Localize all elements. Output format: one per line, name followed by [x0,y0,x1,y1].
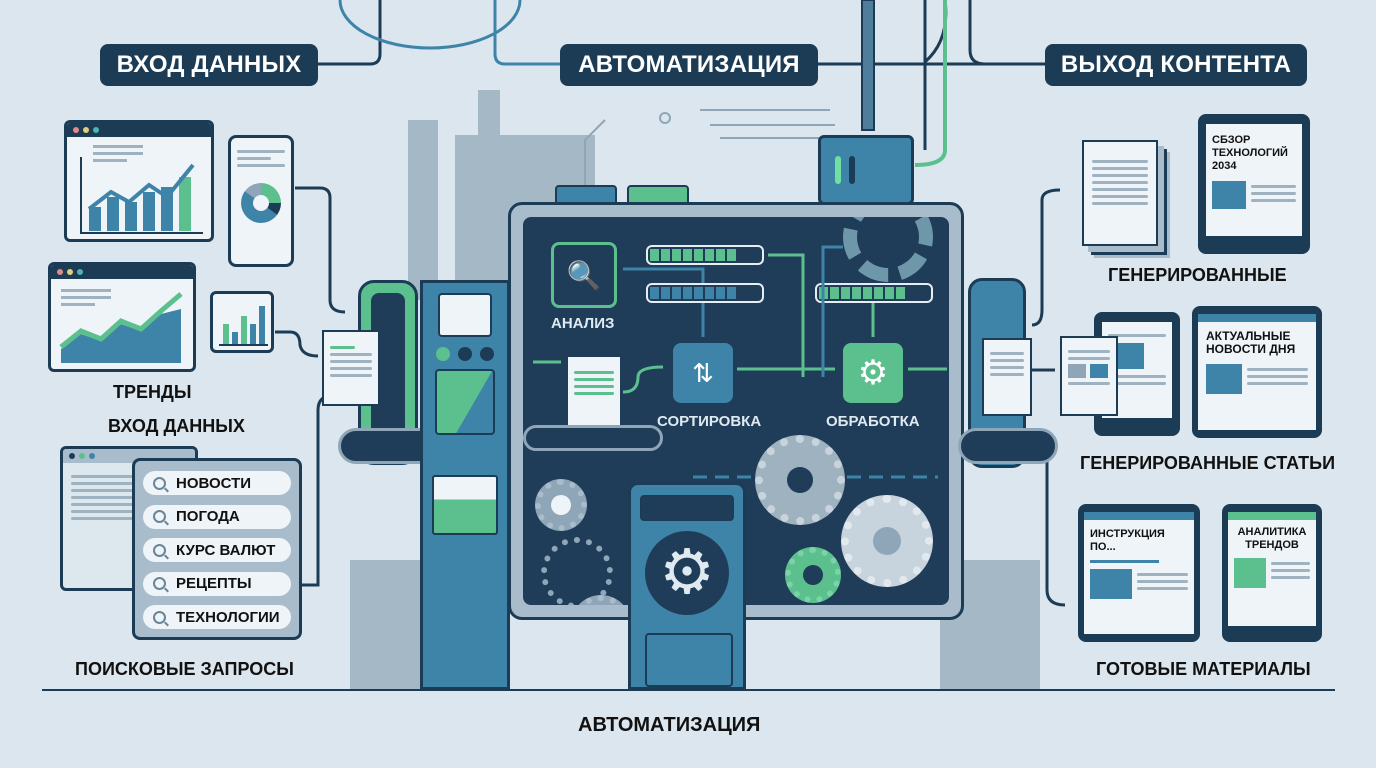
search-queries-label: ПОИСКОВЫЕ ЗАПРОСЫ [75,659,294,679]
analysis-label: АНАЛИЗ [551,315,615,332]
bar-chart-icon [80,145,203,234]
control-tower [420,280,510,690]
gear-icon [841,495,933,587]
search-icon [153,476,166,490]
header-automation: АВТОМАТИЗАЦИЯ [560,44,818,86]
progress-bar-2 [646,283,764,303]
search-query-item[interactable]: ТЕХНОЛОГИИ [143,605,291,629]
ready-materials-label: ГОТОВЫЕ МАТЕРИАЛЫ [1096,659,1311,679]
conveyor-inner [523,425,663,451]
search-query-item[interactable]: ПОГОДА [143,504,291,529]
footer-caption: АВТОМАТИЗАЦИЯ [578,714,761,736]
trend-chart-window [64,120,214,242]
small-bar-chart [210,291,274,353]
conveyor-right [958,428,1058,464]
trends-label: ТРЕНДЫ [113,382,192,402]
progress-bar-1 [646,245,764,265]
gear-icon: ⚙ [645,531,729,615]
sorting-label: СОРТИРОВКА [657,413,762,430]
processing-label: ОБРАБОТКА [826,413,920,430]
document-icon [982,338,1032,416]
tablet-instructions: ИНСТРУКЦИЯ ПО... [1078,504,1200,642]
analysis-icon: 🔍 [551,242,617,308]
gear-icon [755,435,845,525]
header-input: ВХОД ДАННЫХ [100,44,318,86]
search-queries-panel: НОВОСТИ ПОГОДА КУРС ВАЛЮТ РЕЦЕПТЫ ТЕХНОЛ… [132,458,302,640]
search-query-item[interactable]: КУРС ВАЛЮТ [143,538,291,562]
document-icon [568,357,620,427]
search-query-item[interactable]: РЕЦЕПТЫ [143,571,291,596]
motor-unit [818,135,914,205]
generated-label: ГЕНЕРИРОВАННЫЕ [1108,265,1287,285]
processing-cabinet: ⚙ [628,482,746,690]
tablet-tech-review: СБЗОР ТЕХНОЛОГИЙ 2034 [1198,114,1310,254]
search-icon [153,510,166,523]
sort-icon: ⇅ [673,343,733,403]
generated-articles-label: ГЕНЕРИРОВАННЫЕ СТАТЬИ [1080,453,1336,473]
search-query-item[interactable]: НОВОСТИ [143,471,291,495]
document-icon [322,330,380,406]
document-icon [1060,336,1118,416]
automation-machine: 🔍 АНАЛИЗ ⇅ СОРТИРОВКА ⚙ ОБРАБОТКА [508,202,964,620]
document-stack-icon [1082,140,1158,246]
gear-icon [785,547,841,603]
donut-chart-icon [241,183,281,223]
header-output: ВЫХОД КОНТЕНТА [1045,44,1307,86]
gear-processing-icon: ⚙ [843,343,903,403]
tablet-daily-news: АКТУАЛЬНЫЕ НОВОСТИ ДНЯ [1192,306,1322,438]
area-chart-icon [59,289,183,363]
area-chart-window [48,262,196,372]
gear-icon [541,537,613,605]
gear-icon [535,479,587,531]
progress-bar-3 [815,283,933,303]
sliders-icon [438,293,492,337]
input-data-label: ВХОД ДАННЫХ [108,416,245,436]
monitor-graph [432,475,498,535]
search-icon [153,543,166,557]
tablet-trend-analytics: АНАЛИТИКА ТРЕНДОВ [1222,504,1322,642]
search-icon [153,610,166,624]
phone-donut-chart [228,135,294,267]
search-icon [153,577,166,590]
